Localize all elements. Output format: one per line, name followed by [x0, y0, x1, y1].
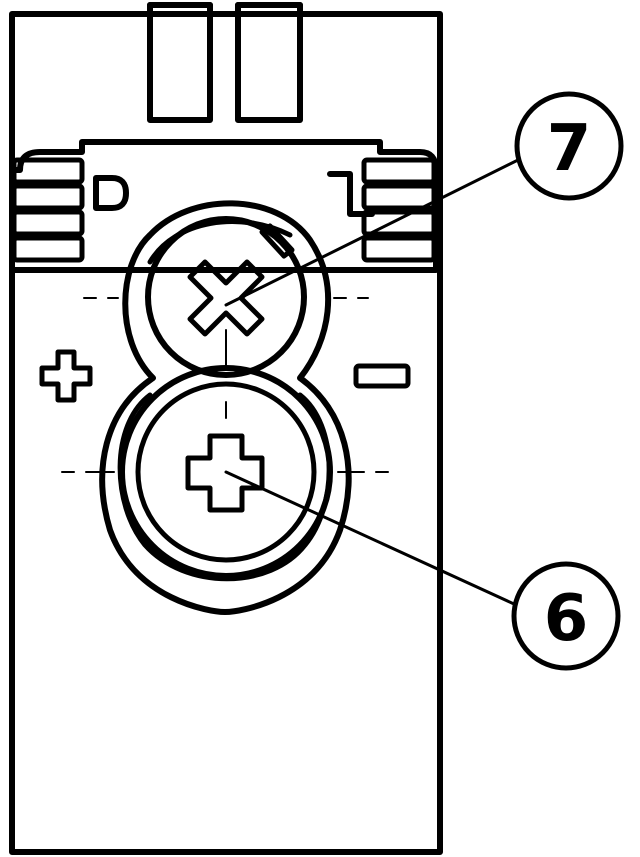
- minus-icon: [353, 363, 411, 389]
- screw-bed-outline: [99, 200, 352, 615]
- callout-7: 7: [514, 91, 624, 201]
- mounting-tab-icon: [147, 2, 303, 123]
- callout-7-label: 7: [547, 112, 592, 186]
- plus-icon: [39, 349, 93, 403]
- centerlines: [61, 297, 389, 473]
- cross-screw-icon: [145, 216, 307, 378]
- leader-line-7: [224, 158, 520, 307]
- phillips-screw-icon: [119, 365, 333, 579]
- rib-icon: [11, 157, 437, 263]
- leader-line-6: [224, 470, 516, 606]
- callout-6: 6: [511, 561, 621, 671]
- callout-6-label: 6: [544, 582, 589, 656]
- latch-bracket-icon: [93, 171, 375, 217]
